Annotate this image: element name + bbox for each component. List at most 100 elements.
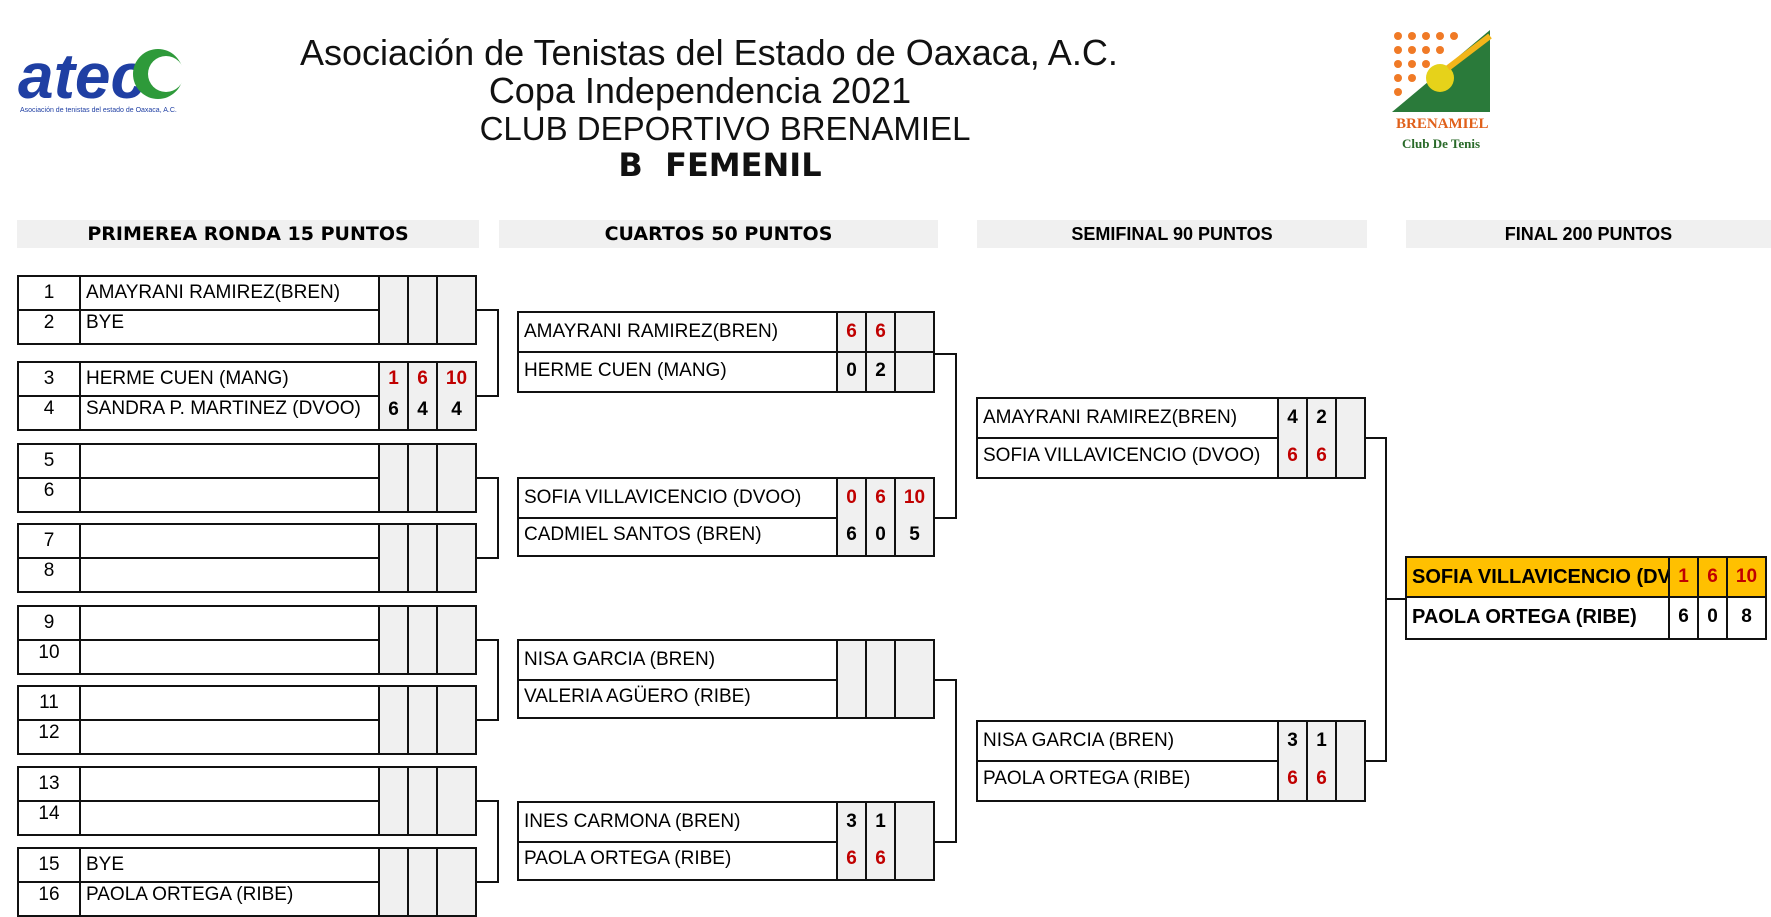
final-score-cell: 1 xyxy=(1668,556,1699,598)
qf-score-cell: 6 xyxy=(865,841,896,881)
sf-score-cell xyxy=(1335,437,1366,479)
player-name xyxy=(79,766,380,802)
qf-score-cell: 0 xyxy=(836,353,867,393)
sf-score-cell: 6 xyxy=(1277,437,1308,479)
score-cell xyxy=(436,605,477,641)
brenamiel-caption: Club De Tenis xyxy=(1402,136,1481,151)
player-name xyxy=(79,685,380,721)
sf-score-cell: 6 xyxy=(1277,760,1308,802)
score-cell xyxy=(436,717,477,755)
score-cell xyxy=(378,847,409,883)
qf-player-name: NISA GARCIA (BREN) xyxy=(517,639,838,681)
bracket-connector xyxy=(477,309,499,311)
sf-player-name: AMAYRANI RAMIREZ(BREN) xyxy=(976,397,1279,439)
qf-player-name: SOFIA VILLAVICENCIO (DVOO) xyxy=(517,477,838,519)
qf-score-cell xyxy=(894,679,935,719)
qf-score-cell xyxy=(894,841,935,881)
score-cell xyxy=(407,555,438,593)
score-cell xyxy=(436,475,477,513)
player-seed: 13 xyxy=(17,766,81,802)
player-name xyxy=(79,523,380,559)
player-seed: 7 xyxy=(17,523,81,559)
svg-text:atec: atec xyxy=(18,40,146,112)
player-seed: 6 xyxy=(17,475,81,513)
final-player-name: SOFIA VILLAVICENCIO (DV xyxy=(1405,556,1670,598)
qf-score-cell: 0 xyxy=(865,517,896,557)
bracket-connector xyxy=(1385,598,1406,600)
player-seed: 3 xyxy=(17,361,81,397)
player-seed: 5 xyxy=(17,443,81,479)
score-cell xyxy=(436,555,477,593)
brenamiel-logo: BRENAMIEL Club De Tenis xyxy=(1390,28,1510,158)
player-seed: 4 xyxy=(17,393,81,431)
player-name: AMAYRANI RAMIREZ(BREN) xyxy=(79,275,380,311)
bracket-connector xyxy=(497,800,499,883)
score-cell xyxy=(407,717,438,755)
sf-score-cell xyxy=(1335,760,1366,802)
score-cell xyxy=(378,475,409,513)
sf-score-cell xyxy=(1335,720,1366,762)
qf-score-cell: 3 xyxy=(836,801,867,843)
atec-caption: Asociación de tenistas del estado de Oax… xyxy=(20,107,177,114)
score-cell xyxy=(436,798,477,836)
qf-player-name: PAOLA ORTEGA (RIBE) xyxy=(517,841,838,881)
bracket-connector xyxy=(477,719,499,721)
qf-score-cell xyxy=(894,353,935,393)
score-cell: 6 xyxy=(378,393,409,431)
score-cell: 4 xyxy=(407,393,438,431)
qf-score-cell: 6 xyxy=(836,517,867,557)
player-seed: 8 xyxy=(17,555,81,593)
score-cell xyxy=(407,307,438,345)
player-seed: 10 xyxy=(17,637,81,675)
player-name: PAOLA ORTEGA (RIBE) xyxy=(79,879,380,917)
player-seed: 16 xyxy=(17,879,81,917)
qf-player-name: VALERIA AGÜERO (RIBE) xyxy=(517,679,838,719)
qf-score-cell xyxy=(894,639,935,681)
round-header-quarters: CUARTOS 50 PUNTOS xyxy=(499,220,938,248)
qf-score-cell xyxy=(836,639,867,681)
bracket-connector xyxy=(935,517,957,519)
round-header-semis: SEMIFINAL 90 PUNTOS xyxy=(977,220,1367,248)
sf-score-cell: 6 xyxy=(1306,437,1337,479)
score-cell xyxy=(436,879,477,917)
sf-player-name: NISA GARCIA (BREN) xyxy=(976,720,1279,762)
final-score-cell: 0 xyxy=(1697,598,1728,640)
bracket-connector xyxy=(477,477,499,479)
player-name xyxy=(79,475,380,513)
sf-score-cell: 6 xyxy=(1306,760,1337,802)
score-cell xyxy=(378,443,409,479)
player-name xyxy=(79,637,380,675)
bracket-connector xyxy=(935,353,957,355)
score-cell xyxy=(407,766,438,802)
bracket-connector xyxy=(477,395,499,397)
player-seed: 12 xyxy=(17,717,81,755)
sf-score-cell xyxy=(1335,397,1366,439)
bracket-connector xyxy=(477,557,499,559)
qf-score-cell xyxy=(894,311,935,353)
qf-score-cell xyxy=(865,679,896,719)
qf-player-name: HERME CUEN (MANG) xyxy=(517,353,838,393)
sf-score-cell: 4 xyxy=(1277,397,1308,439)
score-cell xyxy=(378,798,409,836)
score-cell xyxy=(378,685,409,721)
atec-logo: atec Asociación de tenistas del estado d… xyxy=(18,38,193,118)
score-cell xyxy=(436,685,477,721)
score-cell: 1 xyxy=(378,361,409,397)
score-cell xyxy=(407,523,438,559)
sf-score-cell: 1 xyxy=(1306,720,1337,762)
score-cell xyxy=(436,847,477,883)
score-cell xyxy=(436,307,477,345)
qf-score-cell: 6 xyxy=(865,311,896,353)
score-cell xyxy=(407,798,438,836)
sf-score-cell: 2 xyxy=(1306,397,1337,439)
qf-score-cell: 2 xyxy=(865,353,896,393)
bracket-connector xyxy=(935,679,957,681)
sf-score-cell: 3 xyxy=(1277,720,1308,762)
bracket-connector xyxy=(955,353,957,519)
qf-player-name: INES CARMONA (BREN) xyxy=(517,801,838,843)
qf-score-cell xyxy=(865,639,896,681)
bracket-connector xyxy=(497,639,499,721)
qf-score-cell: 6 xyxy=(836,841,867,881)
qf-score-cell xyxy=(836,679,867,719)
qf-score-cell: 1 xyxy=(865,801,896,843)
